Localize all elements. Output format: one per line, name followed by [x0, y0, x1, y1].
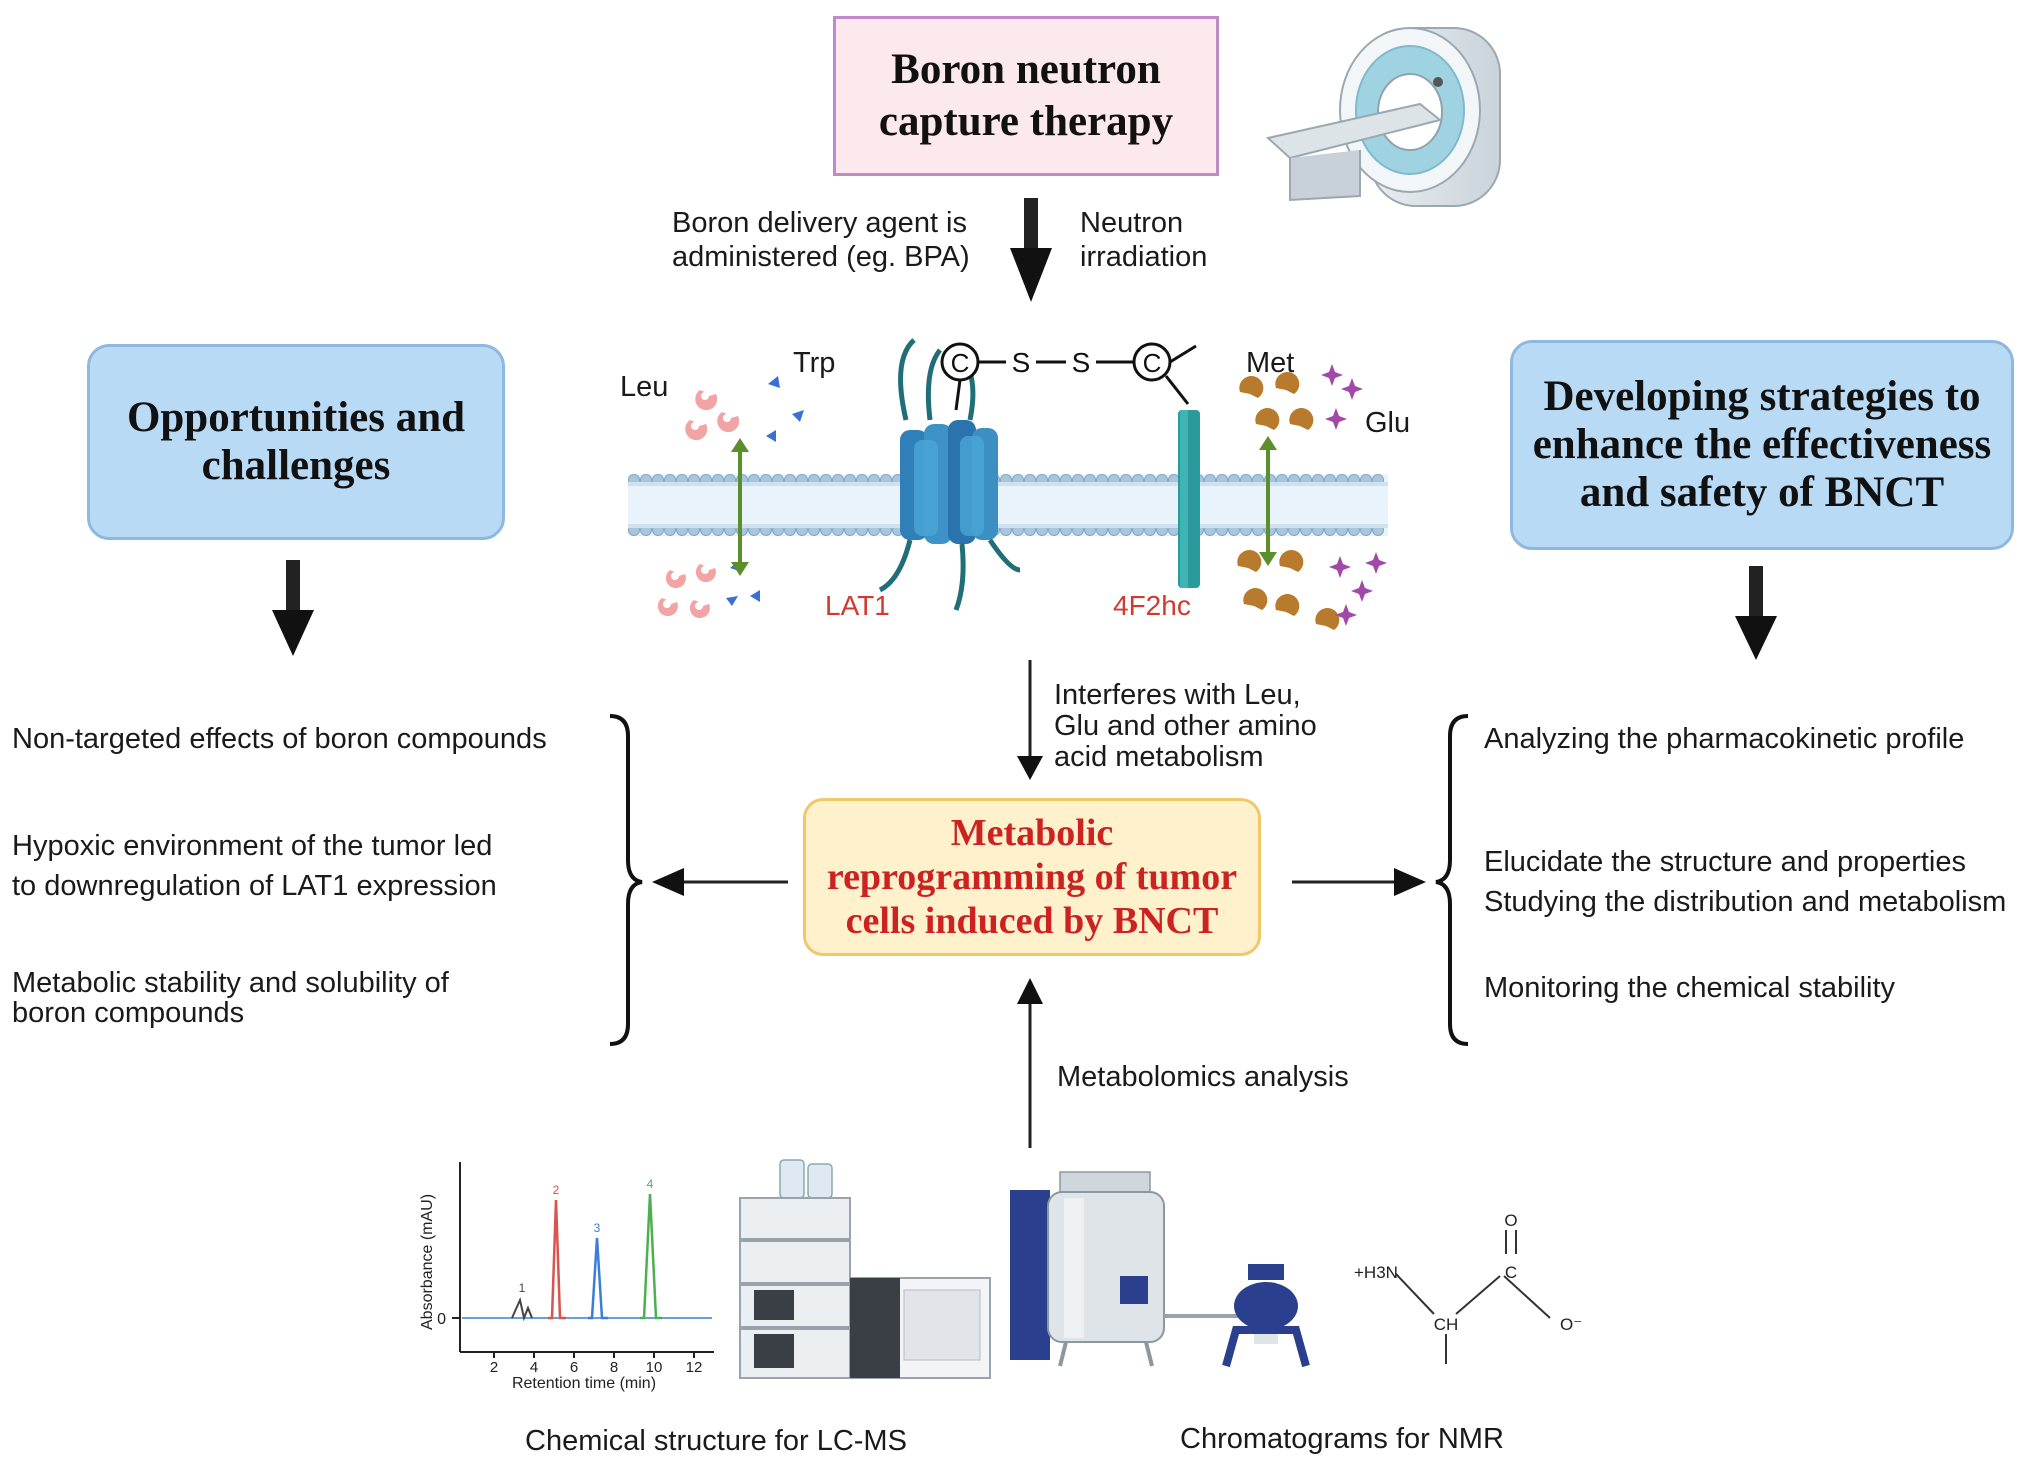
bnct-title-line2: capture therapy — [878, 98, 1174, 145]
trp-label: Trp — [793, 347, 836, 379]
leu-label: Leu — [620, 371, 669, 403]
left-item1-line1: Non-targeted effects of boron compounds — [12, 723, 547, 755]
neutron-irradiation-line2: irradiation — [1080, 241, 1208, 273]
s2-label: S — [1072, 347, 1091, 378]
right-list-item-1: Analyzing the pharmacokinetic profile — [1484, 723, 1965, 755]
lcms-instrument-icon — [739, 1159, 991, 1379]
c-label: C — [1505, 1263, 1517, 1282]
down-arrow-right — [1735, 566, 1777, 660]
delivery-agent-line1: Boron delivery agent is — [672, 207, 967, 239]
lat1-label: LAT1 — [825, 590, 890, 621]
interferes-line2: Glu and other amino — [1054, 710, 1317, 742]
left-item3-line1: Metabolic stability and solubility of — [12, 967, 449, 999]
opportunities-box: Opportunities and challenges — [87, 344, 505, 540]
lcms-caption: Chemical structure for LC-MS — [525, 1425, 907, 1457]
peak-label-3: 3 — [594, 1221, 601, 1235]
left-list-item-3: Metabolic stability and solubility of bo… — [12, 968, 449, 1028]
bnct-title-line1: Boron neutron — [891, 46, 1161, 93]
ch-label: CH — [1434, 1315, 1459, 1334]
left-brace — [609, 714, 643, 1046]
glu-molecules — [1321, 364, 1387, 626]
chrom-ylabel: Absorbance (mAU) — [419, 1194, 436, 1330]
right-list-item-2: Elucidate the structure and properties — [1484, 846, 1966, 878]
down-arrow-top — [1010, 198, 1052, 302]
nmr-spectrometer-icon — [1010, 1171, 1310, 1368]
nmr-caption: Chromatograms for NMR — [1180, 1423, 1504, 1455]
left-item2-line1: Hypoxic environment of the tumor led — [12, 830, 493, 862]
down-arrow-left — [272, 560, 314, 656]
chrom-x-tick-label: 4 — [530, 1359, 538, 1376]
opportunities-line2: challenges — [201, 442, 391, 489]
peak-label-1: 1 — [519, 1281, 526, 1295]
peak-label-4: 4 — [647, 1177, 654, 1191]
chrom-y-tick: 0 — [437, 1311, 446, 1328]
reprogramming-line3: cells induced by BNCT — [845, 900, 1219, 942]
chromatogram-chart: 0 Absorbance (mAU) Retention time (min) … — [419, 1162, 714, 1392]
right-list-item-3: Studying the distribution and metabolism — [1484, 886, 2007, 918]
delivery-agent-label: Boron delivery agent is administered (eg… — [672, 206, 970, 274]
left-list-item-1: Non-targeted effects of boron compounds — [12, 722, 547, 756]
4f2hc-protein — [1178, 410, 1200, 588]
left-list-item-2: Hypoxic environment of the tumor led to … — [12, 826, 497, 906]
neutron-irradiation-label: Neutron irradiation — [1080, 206, 1207, 274]
interferes-arrow — [1017, 660, 1043, 780]
right-list-item-4: Monitoring the chemical stability — [1484, 972, 1896, 1004]
leu-molecules — [657, 390, 740, 619]
strategies-line2: enhance the effectiveness — [1532, 421, 1992, 468]
strategies-box: Developing strategies to enhance the eff… — [1510, 340, 2014, 550]
metabolomics-label: Metabolomics analysis — [1057, 1061, 1349, 1093]
right-brace — [1435, 714, 1469, 1046]
leu-transport-arrow — [731, 438, 749, 576]
met-transport-arrow — [1259, 436, 1277, 566]
s1-label: S — [1012, 347, 1031, 378]
c-left-label: C — [951, 348, 970, 378]
strategies-line1: Developing strategies to — [1543, 373, 1981, 420]
mri-scanner-icon — [1265, 27, 1501, 207]
bnct-title-box: Boron neutron capture therapy — [833, 16, 1219, 176]
right-pointing-arrow — [1292, 868, 1426, 896]
peak-label-2: 2 — [553, 1183, 560, 1197]
c-right-label: C — [1143, 348, 1162, 378]
left-item3-line2: boron compounds — [12, 997, 245, 1029]
chrom-x-tick-label: 12 — [686, 1359, 703, 1376]
metabolomics-arrow — [1017, 978, 1043, 1148]
chrom-peak-4 — [640, 1193, 662, 1320]
4f2hc-label: 4F2hc — [1113, 590, 1191, 621]
met-molecules — [1237, 372, 1340, 630]
left-pointing-arrow — [652, 868, 788, 896]
chrom-x-tick-label: 10 — [646, 1359, 663, 1376]
interferes-line3: acid metabolism — [1054, 741, 1264, 773]
disulfide-bridge: C S S C — [940, 342, 1197, 411]
metabolic-reprogramming-box: Metabolic reprogramming of tumor cells i… — [803, 798, 1261, 956]
left-item2-line2: to downregulation of LAT1 expression — [12, 870, 497, 902]
reprogramming-line2: reprogramming of tumor — [826, 856, 1238, 898]
o-top-label: O — [1504, 1211, 1517, 1230]
amino-acid-structure: +H3N CH C O O⁻ — [1354, 1211, 1582, 1364]
delivery-agent-line2: administered (eg. BPA) — [672, 241, 970, 273]
glu-label: Glu — [1365, 407, 1411, 439]
interferes-label: Interferes with Leu, Glu and other amino… — [1054, 680, 1317, 773]
chrom-x-tick-label: 8 — [610, 1359, 618, 1376]
neutron-irradiation-line1: Neutron — [1080, 207, 1184, 239]
o-minus-label: O⁻ — [1560, 1315, 1582, 1334]
chrom-x-tick-label: 6 — [570, 1359, 578, 1376]
chrom-xlabel: Retention time (min) — [512, 1375, 656, 1392]
chrom-peak-1 — [511, 1296, 533, 1322]
chrom-peak-2 — [548, 1199, 566, 1320]
reprogramming-line1: Metabolic — [950, 812, 1114, 854]
interferes-line1: Interferes with Leu, — [1054, 679, 1301, 711]
chrom-x-tick-label: 2 — [490, 1359, 498, 1376]
strategies-line3: and safety of BNCT — [1579, 469, 1945, 516]
nh3-label: +H3N — [1354, 1263, 1398, 1282]
opportunities-line1: Opportunities and — [126, 394, 466, 441]
chrom-peak-3 — [588, 1237, 608, 1320]
